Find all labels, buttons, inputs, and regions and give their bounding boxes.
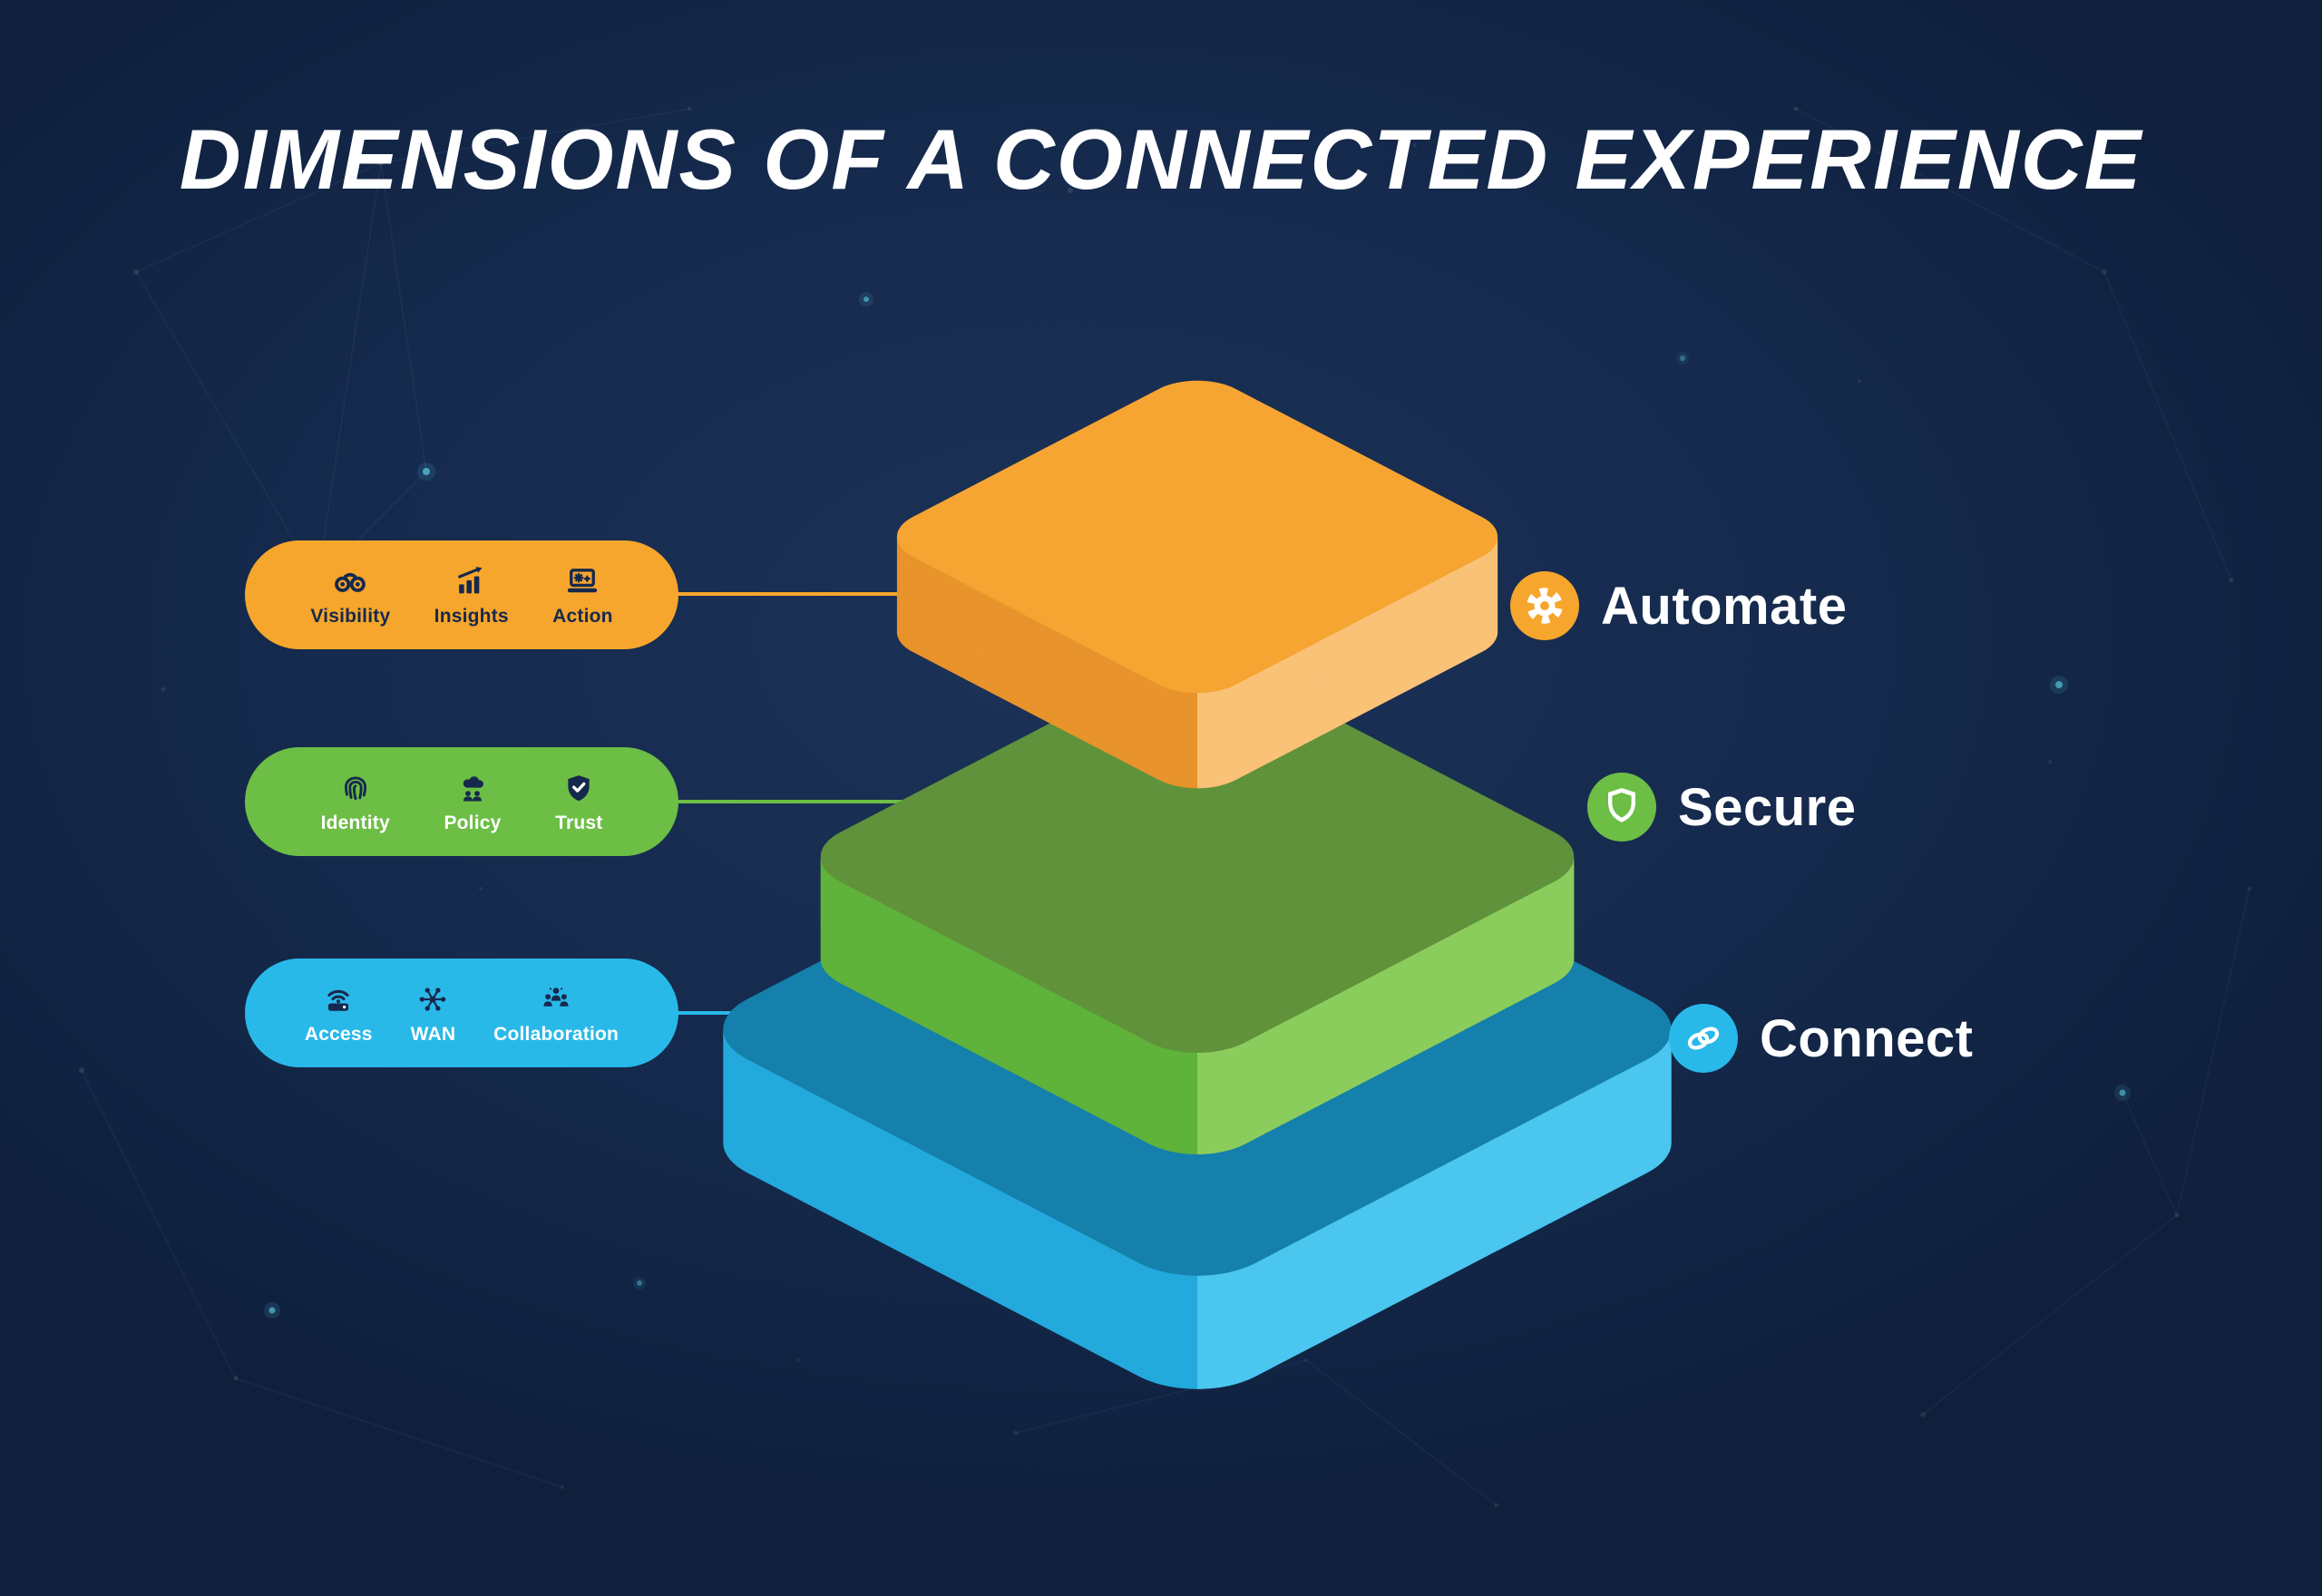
- access-icon: [327, 989, 349, 1011]
- pill-item-label: Trust: [555, 812, 603, 833]
- pill-item-action: Action: [552, 563, 613, 628]
- pill-item-policy: Policy: [444, 770, 501, 834]
- connector-secure: [669, 800, 939, 803]
- gear-icon: [1510, 571, 1579, 640]
- badge-label-automate: Automate: [1601, 576, 1848, 636]
- trust-shield-icon: [568, 774, 590, 801]
- pill-item-collaboration: Collaboration: [493, 981, 619, 1046]
- binoculars-icon: [335, 572, 366, 592]
- pill-item-label: Action: [552, 605, 613, 627]
- pill-item-label: Insights: [434, 605, 509, 627]
- pill-secure: Identity Policy Trust: [245, 747, 678, 856]
- badge-secure: Secure: [1587, 773, 1856, 842]
- pill-automate: Visibility Insights: [245, 540, 678, 649]
- pill-item-label: Policy: [444, 812, 502, 833]
- pill-item-identity: Identity: [321, 770, 390, 834]
- wan-icon: [420, 987, 446, 1011]
- collaboration-icon: [543, 987, 569, 1007]
- pill-item-visibility: Visibility: [310, 563, 390, 628]
- pill-item-label: Access: [304, 1023, 373, 1045]
- action-icon: [568, 568, 598, 592]
- pill-item-label: WAN: [410, 1023, 456, 1045]
- pill-item-access: Access: [305, 981, 373, 1046]
- link-icon: [1669, 1004, 1738, 1073]
- pill-item-wan: WAN: [411, 981, 456, 1046]
- fingerprint-icon: [344, 775, 366, 800]
- badge-label-connect: Connect: [1760, 1008, 1974, 1068]
- insights-icon: [457, 566, 483, 593]
- badge-automate: Automate: [1510, 571, 1847, 640]
- page-title: DIMENSIONS OF A CONNECTED EXPERIENCE: [179, 112, 2143, 207]
- pill-item-label: Visibility: [310, 605, 391, 627]
- policy-icon: [463, 775, 483, 801]
- connector-connect: [669, 1011, 780, 1015]
- pill-connect: Access WAN: [245, 959, 678, 1067]
- badge-label-secure: Secure: [1678, 777, 1857, 837]
- connector-automate: [669, 592, 928, 596]
- pill-item-trust: Trust: [555, 770, 602, 834]
- pill-item-label: Identity: [320, 812, 390, 833]
- pill-item-insights: Insights: [434, 563, 509, 628]
- pill-item-label: Collaboration: [493, 1023, 620, 1045]
- badge-connect: Connect: [1669, 1004, 1974, 1073]
- shield-icon: [1587, 773, 1656, 842]
